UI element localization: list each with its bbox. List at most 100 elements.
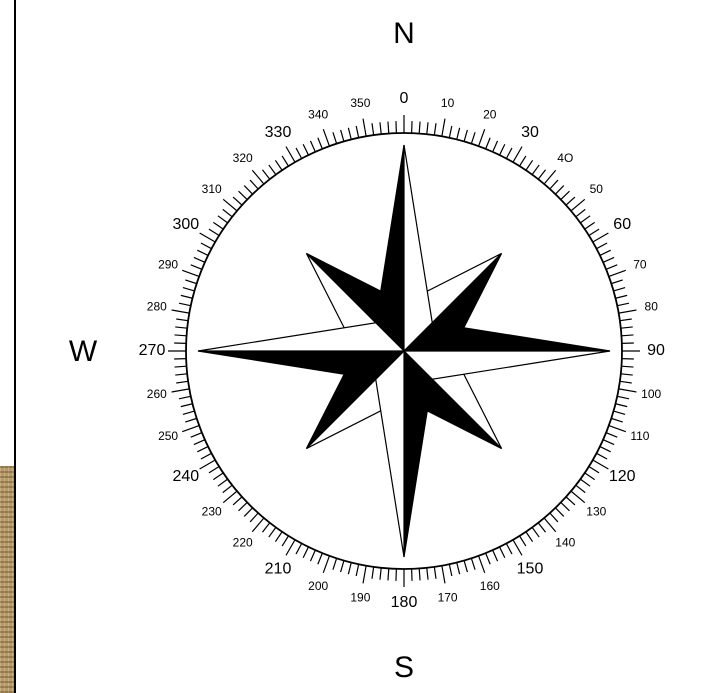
cardinal-west: W [69, 335, 98, 368]
cardinal-point-light-half [404, 145, 432, 351]
degree-tick [621, 374, 633, 375]
degree-tick [609, 426, 626, 432]
degree-tick [348, 128, 351, 140]
degree-tick [176, 381, 188, 383]
degree-tick [262, 523, 269, 532]
degree-label: 120 [609, 468, 636, 485]
degree-tick [286, 147, 295, 163]
degree-label: 200 [308, 579, 328, 593]
degree-tick [621, 335, 633, 336]
degree-tick [252, 170, 264, 184]
cardinal-point-dark-half [376, 145, 404, 351]
degree-label: 70 [633, 257, 647, 271]
degree-label: 100 [641, 387, 661, 401]
degree-tick [197, 447, 208, 452]
degree-tick [593, 233, 609, 242]
degree-tick [310, 550, 315, 561]
degree-tick [596, 243, 607, 249]
degree-tick [380, 568, 381, 580]
degree-label: 250 [158, 429, 178, 443]
degree-tick [310, 141, 315, 152]
degree-tick [585, 222, 595, 229]
degree-tick [419, 568, 420, 580]
degree-tick [617, 396, 629, 399]
degree-tick [175, 335, 187, 336]
degree-label: 50 [590, 182, 604, 196]
degree-tick [269, 165, 276, 175]
degree-tick [244, 186, 252, 195]
degree-label: 130 [586, 504, 606, 518]
degree-tick [218, 216, 228, 223]
degree-tick [566, 497, 575, 505]
degree-tick [194, 257, 205, 262]
degree-tick [239, 191, 248, 199]
degree-tick [185, 418, 196, 422]
degree-label: 260 [147, 387, 167, 401]
degree-label: 80 [645, 300, 659, 314]
degree-tick [513, 147, 522, 163]
degree-tick [303, 547, 308, 558]
degree-tick [520, 536, 526, 546]
degree-tick [550, 180, 558, 189]
degree-tick [182, 270, 199, 276]
degree-tick [550, 513, 558, 522]
degree-label: 290 [158, 257, 178, 271]
degree-tick [609, 270, 626, 276]
degree-label: 4O [557, 151, 573, 165]
degree-tick [621, 366, 633, 367]
degree-tick [544, 170, 556, 184]
degree-tick [479, 129, 485, 146]
degree-tick [471, 132, 475, 143]
degree-tick [593, 460, 609, 469]
degree-tick [175, 366, 187, 367]
degree-tick [526, 160, 533, 170]
degree-tick [363, 119, 366, 137]
degree-tick [275, 532, 282, 542]
degree-tick [596, 453, 607, 459]
degree-tick [296, 148, 302, 159]
degree-tick [589, 467, 599, 473]
degree-tick [571, 491, 585, 503]
degree-tick [388, 122, 389, 134]
degree-label: 220 [233, 535, 253, 549]
degree-tick [175, 327, 187, 328]
degree-tick [464, 130, 467, 142]
degree-tick [172, 389, 190, 392]
degree-tick [209, 467, 219, 473]
degree-tick [194, 440, 205, 445]
degree-label: 320 [233, 151, 253, 165]
degree-tick [555, 508, 563, 517]
degree-tick [372, 123, 374, 135]
degree-tick [213, 473, 223, 480]
degree-label: 0 [400, 90, 409, 107]
degree-tick [233, 497, 242, 505]
degree-tick [323, 556, 329, 573]
degree-tick [275, 160, 282, 170]
degree-label: 350 [350, 96, 370, 110]
degree-tick [250, 513, 258, 522]
degree-tick [201, 453, 212, 459]
degree-tick [181, 404, 193, 407]
degree-tick [538, 523, 545, 532]
degree-tick [513, 540, 522, 556]
degree-label: 10 [441, 96, 455, 110]
degree-tick [372, 567, 374, 579]
degree-tick [185, 280, 196, 284]
degree-tick [544, 518, 556, 532]
degree-tick [356, 126, 359, 138]
degree-label: 140 [555, 535, 575, 549]
degree-tick [348, 563, 351, 575]
degree-tick [223, 485, 232, 492]
degree-tick [282, 536, 288, 546]
cardinal-point-dark-half [404, 323, 610, 351]
degree-label: 280 [147, 300, 167, 314]
degree-tick [486, 138, 491, 149]
degree-label: 310 [202, 182, 222, 196]
degree-tick [500, 144, 505, 155]
degree-tick [589, 229, 599, 235]
degree-tick [561, 191, 570, 199]
degree-tick [464, 561, 467, 573]
degree-label: 270 [139, 342, 166, 359]
degree-tick [580, 479, 590, 486]
